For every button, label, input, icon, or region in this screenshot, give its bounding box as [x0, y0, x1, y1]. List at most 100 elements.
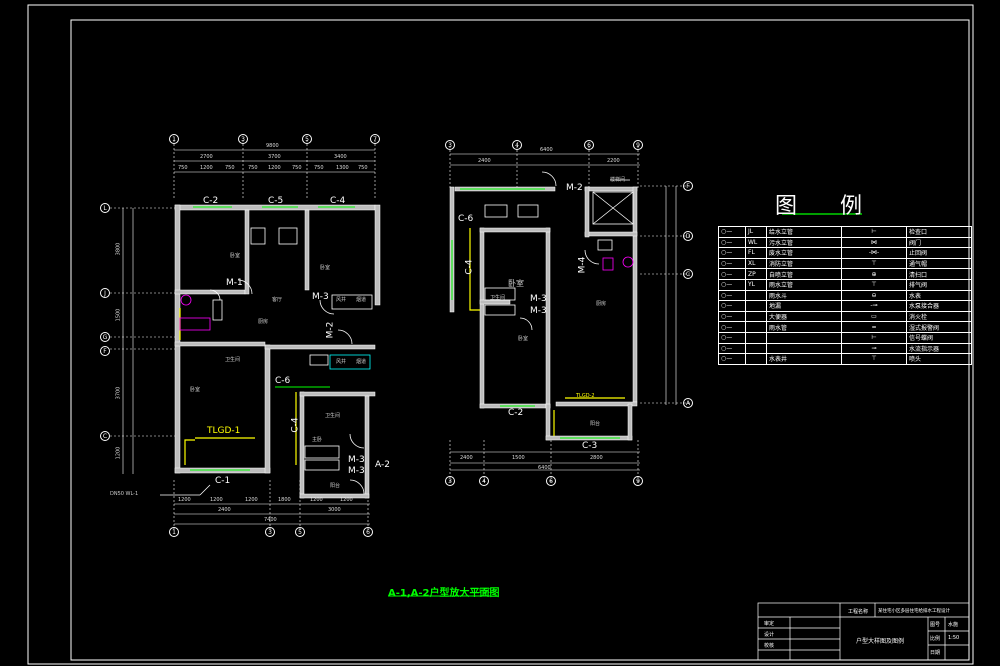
plan-left-windows	[190, 206, 355, 471]
legend-code: JL	[745, 226, 767, 238]
legend-symbol-cell: ○—	[718, 331, 746, 344]
dim-text: 750	[358, 165, 368, 171]
legend-name: 消防立管	[766, 257, 842, 270]
axis-bubble-left: G	[100, 332, 110, 342]
legend-name-2: 水表	[906, 289, 972, 302]
axis-bubble-right: D	[683, 231, 693, 241]
title-block-row-label: 审定	[764, 621, 775, 627]
window-label: C-4	[290, 417, 301, 433]
title-block-right-value: 1:50	[948, 635, 960, 641]
title-block-project-name: 某住宅小区多层住宅给排水工程设计	[878, 609, 950, 614]
door-label: M-3	[348, 466, 365, 476]
dim-text: 3700	[268, 154, 281, 160]
axis-bubble-top: 3	[445, 140, 455, 150]
dim-text: 1200	[115, 446, 122, 460]
legend-symbol-2: ⊤	[841, 353, 907, 365]
axis-bubble-top: 9	[633, 140, 643, 150]
legend-symbol-cell: ○—	[718, 289, 746, 302]
legend-symbol-2: -⊸	[841, 300, 907, 312]
dim-text: 750	[314, 165, 324, 171]
door-label: M-3	[348, 455, 365, 465]
legend-name: 雨水斗	[766, 289, 842, 302]
legend-name: 自喷立管	[766, 268, 842, 280]
legend-code	[745, 342, 767, 355]
legend-name: 给水立管	[766, 226, 842, 238]
legend-row: ○— 雨水斗⊖水表	[718, 289, 972, 302]
room-label: 厨房	[258, 319, 269, 325]
dim-text: 1200	[200, 165, 213, 171]
legend-name	[766, 331, 842, 344]
legend-symbol-2: -⋈-	[841, 247, 907, 259]
gutter-tag: TLGD-1	[207, 426, 241, 436]
legend-symbol-2: ⊤	[841, 257, 907, 270]
legend-name	[766, 342, 842, 355]
dim-text: 1500	[512, 455, 525, 461]
axis-bubble-right: A	[683, 398, 693, 408]
window-label: C-6	[275, 376, 291, 386]
dim-text: 2200	[607, 158, 620, 164]
title-block-right-label: 比例	[930, 636, 941, 642]
dim-text: 2400	[460, 455, 473, 461]
axis-bubble-right: C	[683, 269, 693, 279]
dim-text: 1200	[178, 497, 191, 503]
door-label: M-4	[577, 256, 588, 274]
room-label: 卧室	[508, 279, 524, 288]
dim-text: 1200	[245, 497, 258, 503]
axis-bubble-left: L	[100, 203, 110, 213]
window-label: C-5	[268, 196, 284, 206]
axis-bubble-bottom: 3	[265, 527, 275, 537]
legend-row: ○—⊢信号蝶阀	[718, 331, 972, 344]
plan-left-gutters	[179, 308, 297, 465]
legend-name: 地漏	[766, 300, 842, 312]
axis-bubble-bottom: 4	[479, 476, 489, 486]
legend-name: 水表井	[766, 353, 842, 365]
room-label: 厨房	[596, 301, 607, 307]
legend-symbol-2: ⊢	[841, 331, 907, 344]
legend-symbol-cell: ○—	[718, 310, 746, 323]
legend-symbol-2: ▭	[841, 310, 907, 323]
dim-text: 3800	[115, 242, 122, 256]
legend-symbol-2: ⊖	[841, 289, 907, 302]
dim-text: 3400	[334, 154, 347, 160]
axis-bubble-bottom: 6	[363, 527, 373, 537]
dim-text: 750	[225, 165, 235, 171]
axis-bubble-top: 4	[512, 140, 522, 150]
legend-row: ○—大便器▭消火栓	[718, 310, 972, 323]
title-block-right-value: 水施	[948, 622, 959, 628]
room-label: 阳台	[590, 421, 601, 427]
window-label: C-6	[458, 214, 474, 224]
window-label: C-1	[215, 476, 231, 486]
legend-symbol-cell: ○—	[718, 321, 746, 333]
dim-text: 1200	[210, 497, 223, 503]
legend-name-2: 消火栓	[906, 310, 972, 323]
legend-code	[745, 353, 767, 365]
legend-code	[745, 321, 767, 333]
legend-symbol-cell: ○—	[718, 236, 746, 249]
legend-name-2: 湿式报警阀	[906, 321, 972, 333]
door-label: M-3	[530, 306, 547, 316]
dim-text: 3000	[328, 507, 341, 513]
note-label: 风井	[336, 359, 347, 365]
dim-text: 2700	[200, 154, 213, 160]
dim-text: 1300	[336, 165, 349, 171]
drawing-scale: 1:50	[478, 588, 492, 595]
legend-symbol-cell: ○—	[718, 353, 746, 365]
window-label: C-4	[330, 196, 346, 206]
legend-name-2: 清扫口	[906, 268, 972, 280]
dim-text: 2400	[478, 158, 491, 164]
room-label: 卫生间	[225, 357, 241, 363]
dim-text: 1200	[340, 497, 353, 503]
dim-text: 3700	[115, 386, 122, 400]
axis-bubble-bottom: 3	[445, 476, 455, 486]
legend-name-2: 水泵接合器	[906, 300, 972, 312]
room-label: 卧室	[518, 336, 529, 342]
drawing-title: A-1,A-2户型放大平面图	[388, 588, 500, 599]
